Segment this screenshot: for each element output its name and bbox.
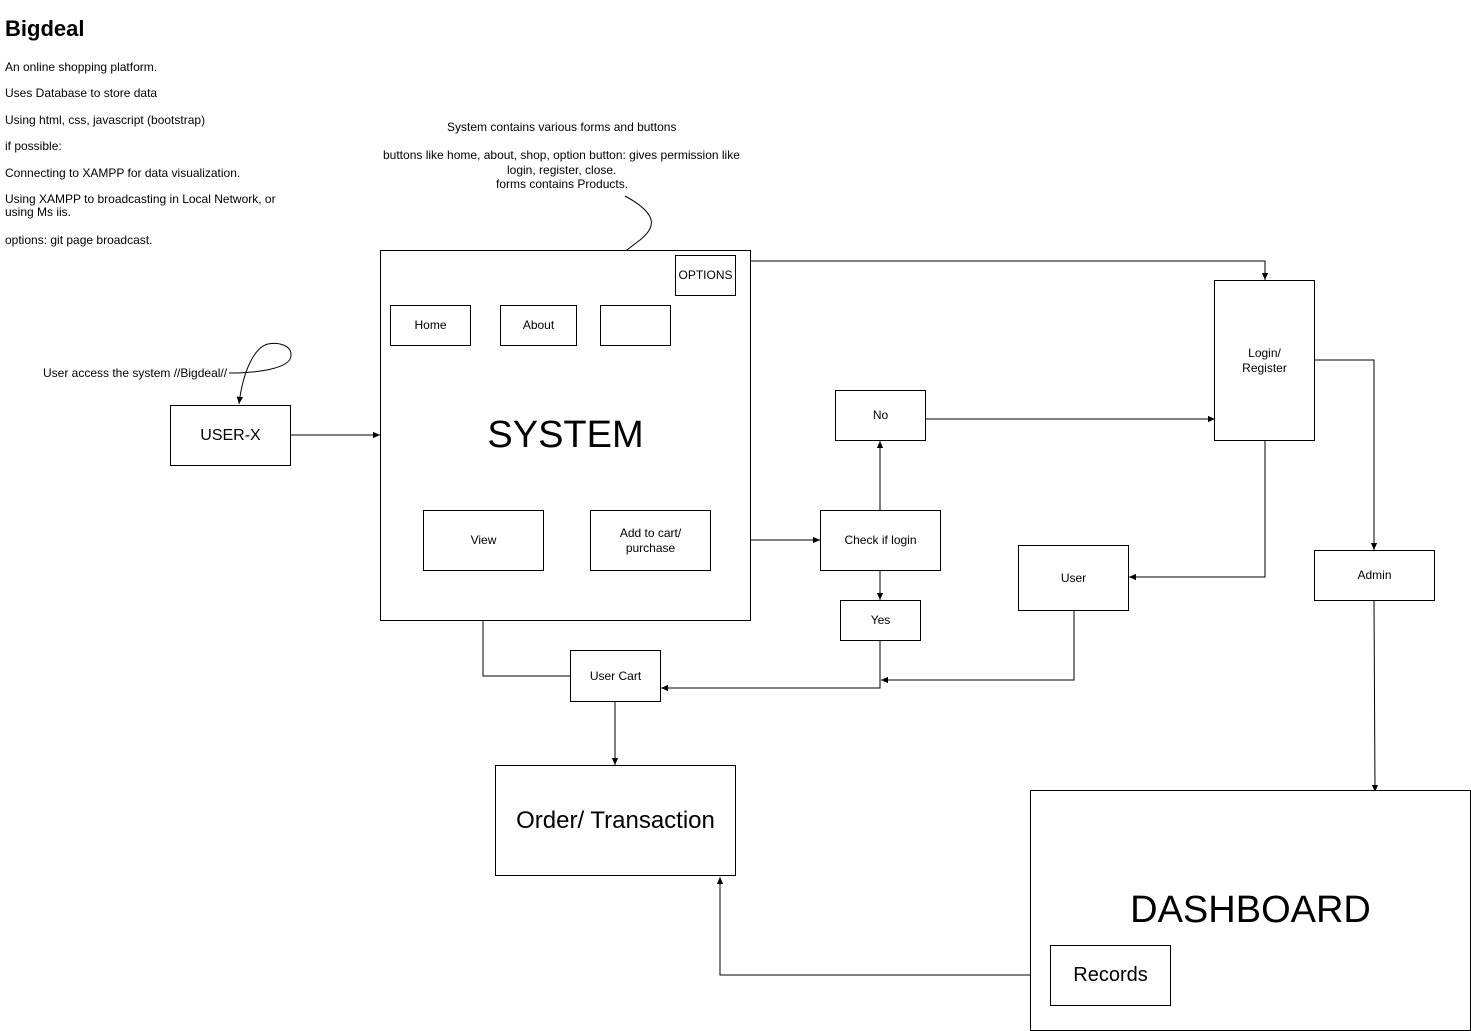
annotation-line-3: login, register, close. xyxy=(507,163,617,177)
admin-node: Admin xyxy=(1314,550,1435,601)
note-2: Uses Database to store data xyxy=(5,86,158,100)
arrow-user-to-yesline xyxy=(881,611,1075,684)
user-x-node: USER-X xyxy=(170,405,291,466)
system-label: SYSTEM xyxy=(487,413,644,456)
check-if-login-node: Check if login xyxy=(820,510,941,571)
note-6: Using XAMPP to broadcasting in Local Net… xyxy=(5,192,276,219)
order-transaction-node: Order/ Transaction xyxy=(495,765,736,876)
add-to-cart-line-1: Add to cart/ xyxy=(619,525,682,540)
records-node: Records xyxy=(1050,945,1171,1006)
arrow-admin-to-dashboard xyxy=(1371,600,1379,793)
diagram-title: Bigdeal xyxy=(5,16,85,41)
home-button: Home xyxy=(390,305,471,346)
no-node: No xyxy=(835,390,926,441)
blank-button xyxy=(600,305,671,346)
note-3: Using html, css, javascript (bootstrap) xyxy=(5,113,206,127)
arrow-records-to-order xyxy=(716,877,1050,976)
options-button: OPTIONS xyxy=(675,255,736,296)
about-button: About xyxy=(500,305,577,346)
add-to-cart-line-2: purchase xyxy=(625,540,676,555)
note-7: options: git page broadcast. xyxy=(5,233,153,247)
arrow-login-to-user xyxy=(1129,441,1266,581)
arrow-user-access-loop xyxy=(228,342,292,405)
add-to-cart-node: Add to cart/ purchase xyxy=(590,510,711,571)
yes-node: Yes xyxy=(840,600,921,641)
annotation-line-4: forms contains Products. xyxy=(496,177,629,191)
annotation-line-2: buttons like home, about, shop, option b… xyxy=(383,148,740,162)
login-register-line-1: Login/ xyxy=(1248,345,1281,360)
note-5: Connecting to XAMPP for data visualizati… xyxy=(5,166,241,180)
user-cart-node: User Cart xyxy=(570,650,661,702)
arrow-yes-to-usercart xyxy=(661,641,881,692)
view-node: View xyxy=(423,510,544,571)
arrow-options-to-login xyxy=(736,260,1269,280)
user-node: User xyxy=(1018,545,1129,611)
login-register-line-2: Register xyxy=(1242,360,1287,375)
note-4: if possible: xyxy=(5,139,62,153)
arrow-login-to-admin xyxy=(1315,359,1378,550)
user-access-label: User access the system //Bigdeal// xyxy=(43,366,228,380)
annotation-line-1: System contains various forms and button… xyxy=(447,120,677,134)
note-1: An online shopping platform. xyxy=(5,60,158,74)
dashboard-label: DASHBOARD xyxy=(1130,888,1371,931)
login-register-node: Login/ Register xyxy=(1214,280,1315,441)
